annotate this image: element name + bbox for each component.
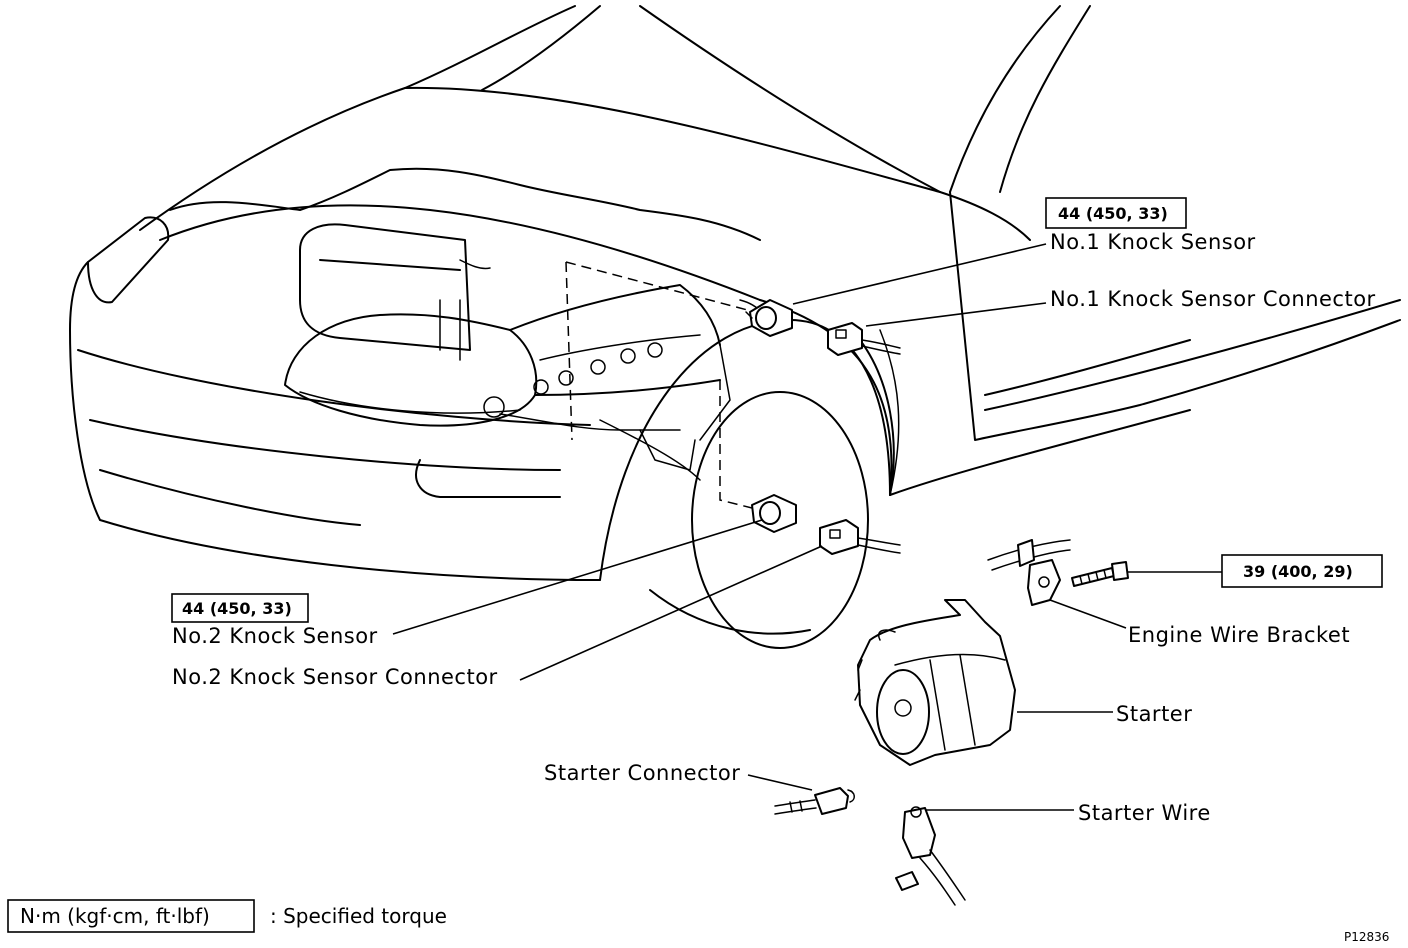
installation-path xyxy=(565,261,761,511)
no2-torque-callout: 44 (450, 33) xyxy=(171,593,309,623)
no2-torque-value: 44 (450, 33) xyxy=(182,599,292,618)
engine-wire-bracket-label: Engine Wire Bracket xyxy=(1128,623,1350,647)
starter-wire-label: Starter Wire xyxy=(1078,801,1211,825)
starter-connector-part xyxy=(774,787,855,815)
starter-connector-label: Starter Connector xyxy=(544,761,740,785)
engine-wire-bracket-part xyxy=(987,539,1071,606)
torque-legend: N·m (kgf·cm, ft·lbf) : Specified torque xyxy=(7,899,447,933)
engine-assembly xyxy=(169,167,771,481)
no1-knock-sensor-connector-part xyxy=(827,322,901,356)
bracket-torque-callout: 39 (400, 29) xyxy=(1221,554,1383,588)
no1-torque-callout: 44 (450, 33) xyxy=(1045,197,1187,229)
no2-knock-sensor-connector-label: No.2 Knock Sensor Connector xyxy=(172,665,498,689)
legend-unit: N·m (kgf·cm, ft·lbf) xyxy=(20,904,210,928)
starter-motor-part xyxy=(854,599,1016,766)
no1-knock-sensor-part xyxy=(745,299,793,337)
no1-knock-sensor-connector-label: No.1 Knock Sensor Connector xyxy=(1050,287,1376,311)
no2-knock-sensor-part xyxy=(751,494,797,533)
no2-knock-sensor-connector-part xyxy=(819,519,901,555)
legend-text: : Specified torque xyxy=(270,904,447,928)
bracket-torque-value: 39 (400, 29) xyxy=(1243,562,1353,581)
no2-knock-sensor-label: No.2 Knock Sensor xyxy=(172,624,378,648)
no1-torque-value: 44 (450, 33) xyxy=(1058,204,1168,223)
starter-wire-part xyxy=(895,806,966,906)
car-body-outline xyxy=(69,5,1401,649)
leader-lines xyxy=(392,243,1222,811)
starter-label: Starter xyxy=(1116,702,1192,726)
no1-knock-sensor-label: No.1 Knock Sensor xyxy=(1050,230,1256,254)
bracket-bolt-part xyxy=(1071,561,1129,587)
figure-code: P12836 xyxy=(1344,930,1389,944)
